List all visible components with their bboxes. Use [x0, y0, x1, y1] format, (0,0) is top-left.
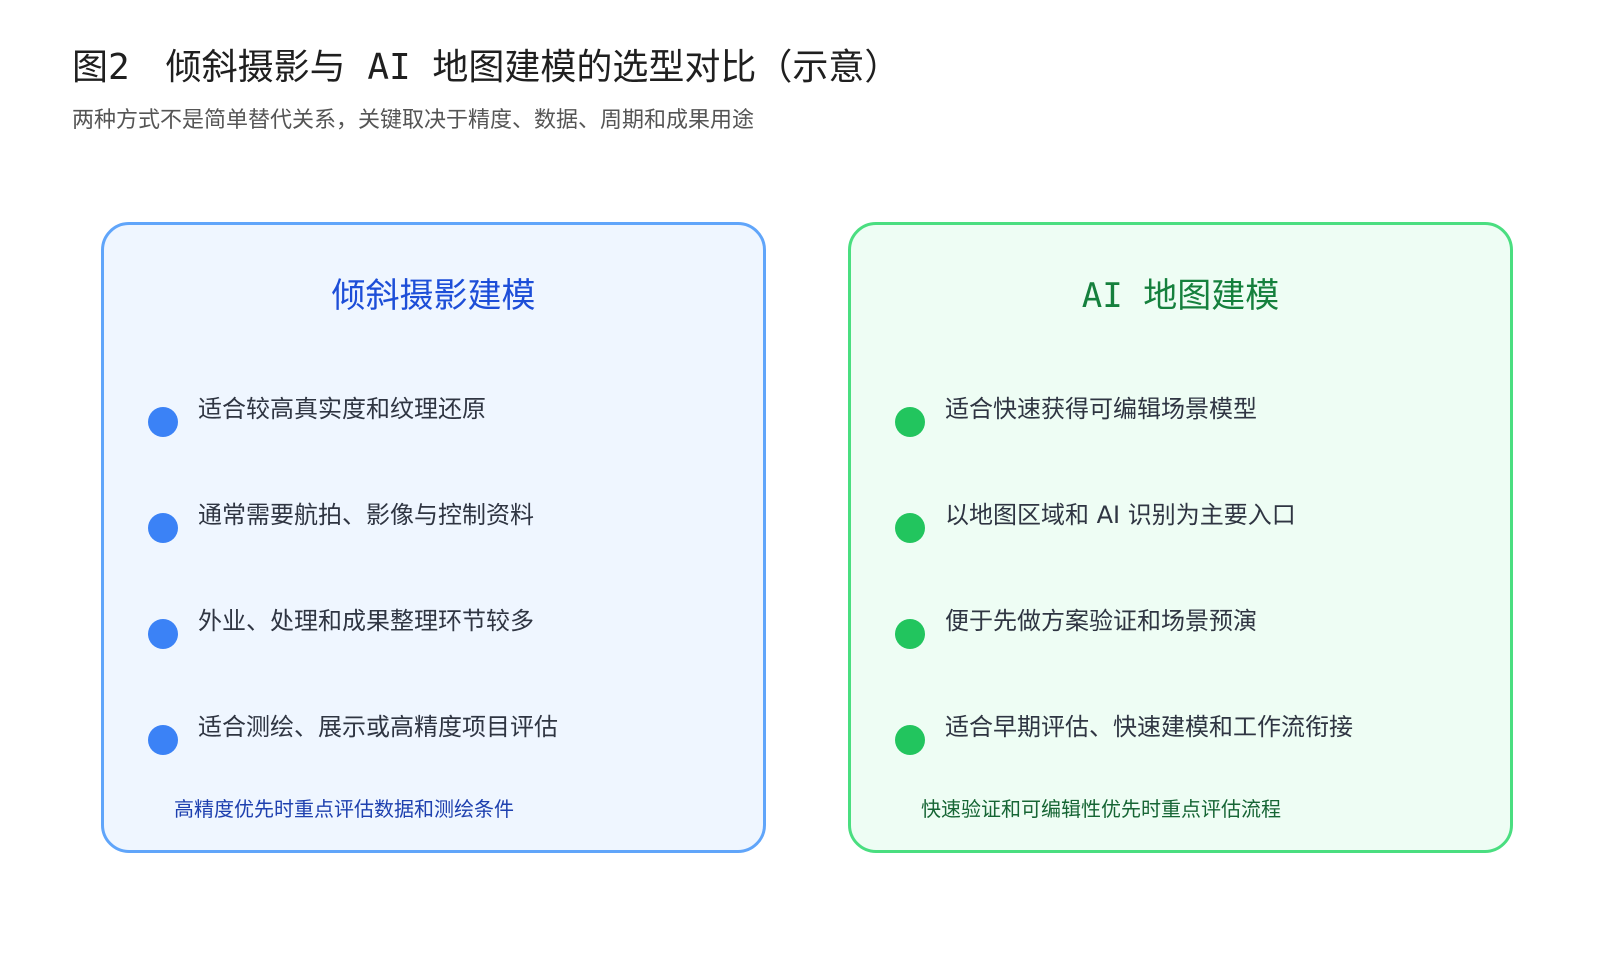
panel-note: 快速验证和可编辑性优先时重点评估流程 [921, 797, 1281, 821]
bullet-dot-icon [895, 407, 925, 437]
list-item: 适合快速获得可编辑场景模型 [895, 393, 1495, 437]
list-item: 适合较高真实度和纹理还原 [148, 393, 748, 437]
list-item-text: 适合测绘、展示或高精度项目评估 [198, 713, 558, 741]
ai-map-modeling-panel: AI 地图建模 适合快速获得可编辑场景模型 以地图区域和 AI 识别为主要入口 … [848, 222, 1513, 853]
panel-title: AI 地图建模 [1081, 276, 1280, 316]
bullet-dot-icon [148, 619, 178, 649]
list-item-text: 适合早期评估、快速建模和工作流衔接 [945, 713, 1353, 741]
list-item: 适合测绘、展示或高精度项目评估 [148, 711, 748, 755]
bullet-dot-icon [148, 407, 178, 437]
list-item: 便于先做方案验证和场景预演 [895, 605, 1495, 649]
list-item-text: 便于先做方案验证和场景预演 [945, 607, 1257, 635]
list-item-text: 以地图区域和 AI 识别为主要入口 [945, 501, 1296, 529]
oblique-photography-panel: 倾斜摄影建模 适合较高真实度和纹理还原 通常需要航拍、影像与控制资料 外业、处理… [101, 222, 766, 853]
list-item: 适合早期评估、快速建模和工作流衔接 [895, 711, 1495, 755]
list-item: 通常需要航拍、影像与控制资料 [148, 499, 748, 543]
panel-title: 倾斜摄影建模 [331, 276, 536, 316]
list-item-text: 通常需要航拍、影像与控制资料 [198, 501, 534, 529]
figure-title: 图2 倾斜摄影与 AI 地图建模的选型对比（示意） [72, 47, 901, 88]
bullet-dot-icon [895, 619, 925, 649]
figure-subtitle: 两种方式不是简单替代关系，关键取决于精度、数据、周期和成果用途 [72, 108, 755, 133]
list-item: 外业、处理和成果整理环节较多 [148, 605, 748, 649]
bullet-dot-icon [148, 513, 178, 543]
list-item-text: 外业、处理和成果整理环节较多 [198, 607, 534, 635]
list-item-text: 适合快速获得可编辑场景模型 [945, 395, 1257, 423]
bullet-dot-icon [895, 513, 925, 543]
list-item: 以地图区域和 AI 识别为主要入口 [895, 499, 1495, 543]
bullet-dot-icon [148, 725, 178, 755]
list-item-text: 适合较高真实度和纹理还原 [198, 395, 486, 423]
panel-note: 高精度优先时重点评估数据和测绘条件 [174, 797, 514, 821]
bullet-dot-icon [895, 725, 925, 755]
